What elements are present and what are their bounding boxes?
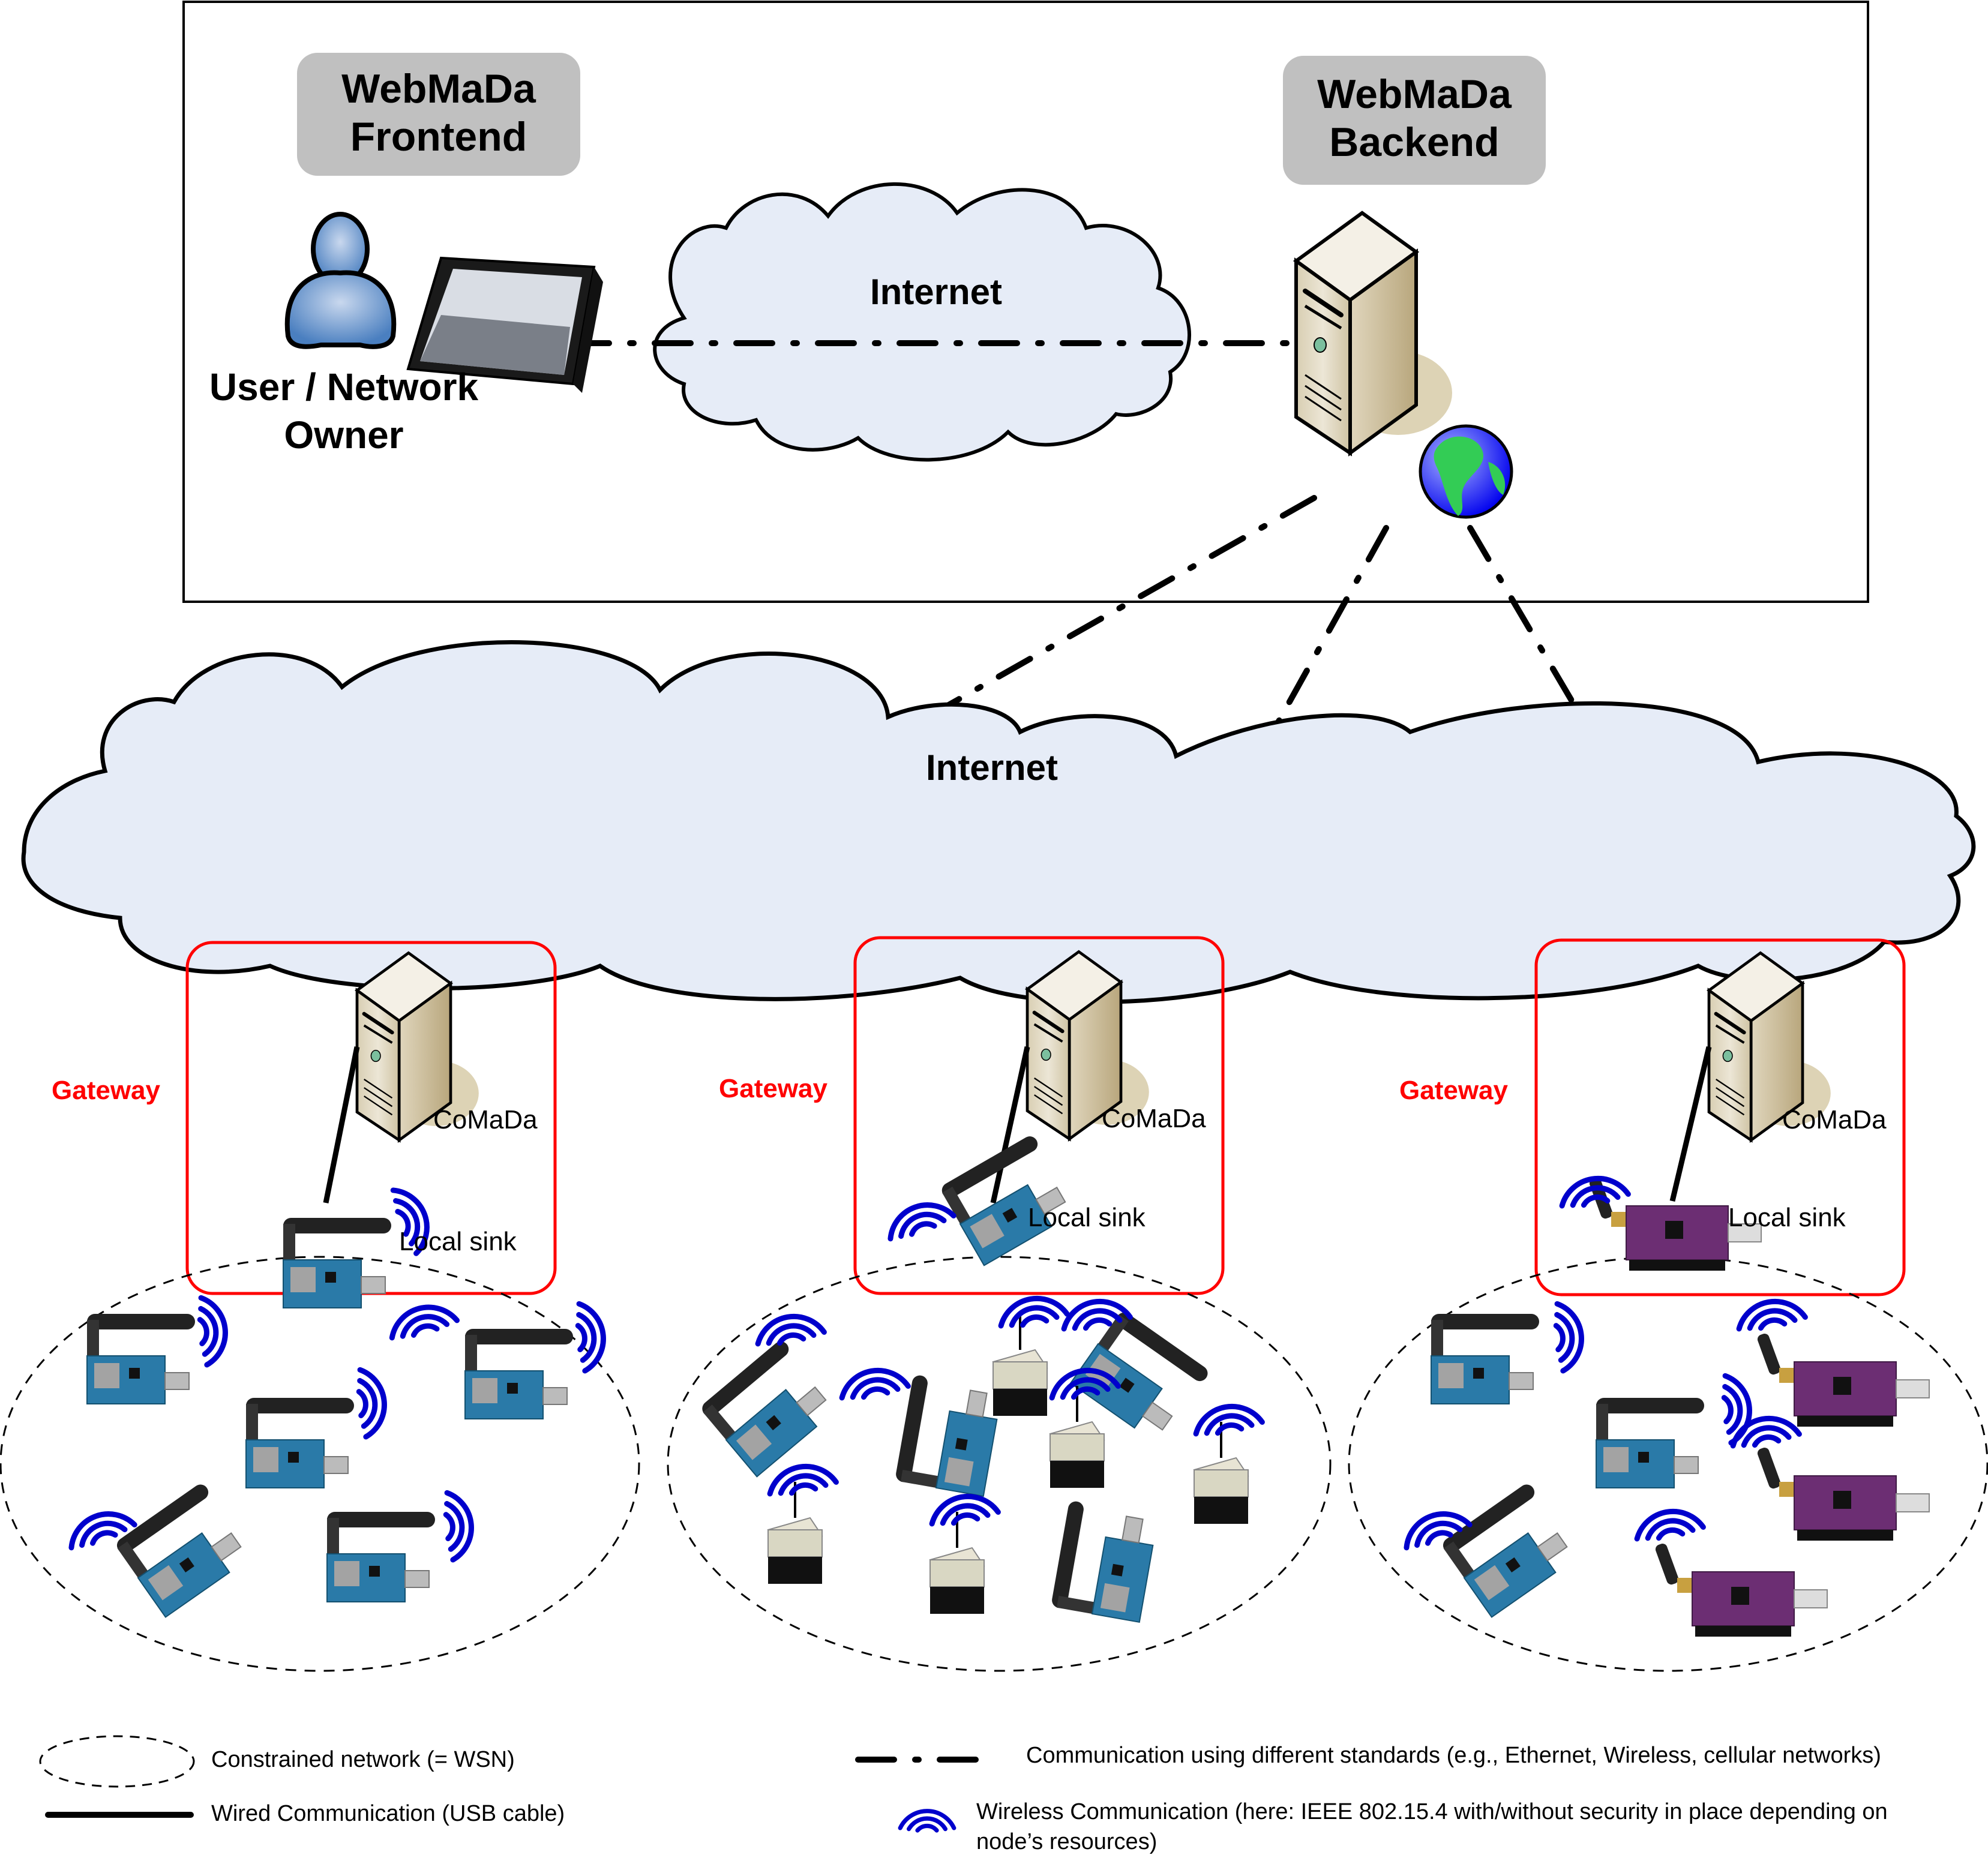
sensor-node (326, 1511, 436, 1602)
gateway-label-2: Gateway (719, 1074, 827, 1103)
legend-wsn-text: Constrained network (= WSN) (211, 1747, 515, 1772)
user-label-line1: User / Network (209, 365, 479, 409)
sensor-node (245, 1397, 355, 1488)
backend-label-line2: Backend (1329, 119, 1500, 165)
gateway-box-3 (1534, 938, 1906, 1296)
webmada-frame (182, 1, 1869, 603)
legend-wifi-icon (900, 1811, 954, 1830)
comada-label-1: CoMaDa (433, 1105, 538, 1134)
wifi-icon (1554, 1302, 1584, 1371)
sensor-node (1596, 1397, 1705, 1488)
sensor-node (86, 1313, 196, 1404)
purple-node (1653, 1541, 1828, 1637)
legend-wireless-line1: Wireless Communication (here: IEEE 802.1… (976, 1799, 1888, 1824)
legend-wireless-text: Wireless Communication (here: IEEE 802.1… (976, 1797, 1888, 1857)
purple-node (1755, 1445, 1930, 1541)
user-label-line2: Owner (284, 413, 404, 457)
legend-wireless-line2: node’s resources) (976, 1829, 1158, 1854)
gateway-label-1: Gateway (52, 1076, 160, 1105)
wsn-ellipse-2 (667, 1256, 1332, 1672)
middle-internet-cloud (21, 640, 1976, 1004)
sensor-node (113, 1481, 255, 1618)
backend-server-icon (1296, 213, 1452, 453)
crossbow-node (767, 1481, 823, 1585)
local-sink-node-2 (938, 1133, 1078, 1266)
local-sink-label-3: Local sink (1728, 1203, 1846, 1232)
wifi-icon (883, 1196, 955, 1241)
frontend-label-line2: Frontend (350, 114, 527, 160)
wifi-icon (1633, 1506, 1704, 1542)
wifi-icon (576, 1302, 606, 1371)
sensor-node (1431, 1313, 1540, 1404)
sensor-node (1439, 1481, 1581, 1618)
purple-node (1755, 1331, 1930, 1427)
wifi-icon (357, 1368, 387, 1437)
wifi-icon (1192, 1401, 1263, 1437)
sensor-node (464, 1328, 574, 1419)
wifi-icon (997, 1293, 1068, 1329)
wifi-icon (386, 1300, 458, 1341)
frontend-label-line1: WebMaDa (341, 66, 536, 112)
comada-label-3: CoMaDa (1782, 1105, 1887, 1134)
usb-cable-3 (1669, 1046, 1712, 1202)
legend-dashdot-text: Communication using different standards … (1026, 1743, 1881, 1768)
wifi-icon (766, 1461, 836, 1497)
crossbow-node (929, 1511, 985, 1615)
sensor-node (1050, 1499, 1159, 1623)
tablet-icon (406, 256, 603, 393)
gateway-label-3: Gateway (1399, 1076, 1508, 1105)
backend-label-line1: WebMaDa (1317, 71, 1512, 117)
middle-cloud-label: Internet (926, 748, 1059, 788)
legend-wired-text: Wired Communication (USB cable) (211, 1801, 565, 1826)
crossbow-node (1193, 1421, 1249, 1525)
local-sink-label-2: Local sink (1028, 1203, 1146, 1232)
wifi-icon (444, 1491, 474, 1560)
comada-label-2: CoMaDa (1102, 1104, 1206, 1133)
wifi-icon (1735, 1296, 1806, 1332)
user-label: User / Network Owner (203, 363, 485, 459)
usb-cable-2 (990, 1046, 1030, 1203)
wifi-icon (928, 1491, 999, 1527)
local-sink-label-1: Local sink (399, 1227, 517, 1256)
sensor-node (698, 1337, 841, 1478)
gateway-box-2 (853, 936, 1225, 1295)
globe-icon (1419, 424, 1513, 519)
crossbow-node (992, 1313, 1048, 1417)
frontend-label-pill: WebMaDa Frontend (297, 53, 580, 176)
user-icon (284, 212, 397, 349)
usb-cable-1 (323, 1046, 360, 1203)
backend-label-pill: WebMaDa Backend (1283, 56, 1546, 185)
sensor-node (894, 1373, 1003, 1497)
wifi-icon (198, 1296, 228, 1365)
legend-wsn-symbol (39, 1735, 195, 1788)
top-cloud-label: Internet (870, 272, 1003, 312)
wifi-icon (838, 1365, 908, 1401)
wsn-ellipse-1 (0, 1256, 640, 1672)
top-internet-cloud (653, 182, 1191, 462)
